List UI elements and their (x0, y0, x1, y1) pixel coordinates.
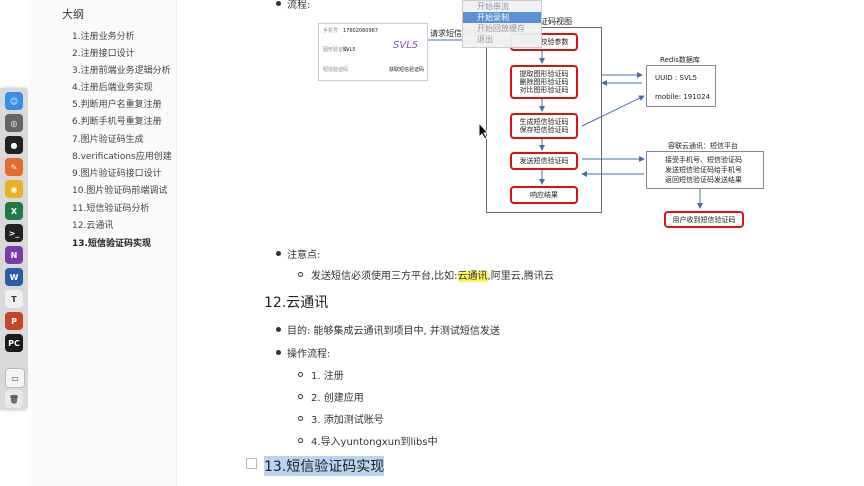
step-generate-sms: 生成短信验证码 保存短信验证码 (510, 113, 578, 139)
redis-line: UUID : SVL5 (655, 74, 698, 82)
cloud-title: 容联云通讯：短信平台 (668, 142, 738, 150)
mouse-cursor-icon (478, 122, 490, 140)
powerpoint-icon[interactable]: P (5, 312, 23, 330)
view-container (486, 27, 602, 213)
step-send-sms: 发送短信验证码 (510, 152, 578, 170)
register-form-mockup: 手机号 17602060967 图形验证码 SVL5 SVL5 短信验证码 获取… (318, 23, 428, 81)
note-text: 发送短信必须使用三方平台,比如:云通讯,阿里云,腾讯云 (311, 267, 554, 282)
form-row-value: 17602060967 (343, 28, 378, 34)
sub-bullet (298, 438, 303, 443)
note-prefix: 发送短信必须使用三方平台,比如: (311, 271, 458, 282)
step-image-code: 提取图形验证码 删除图形验证码 对比图形验证码 (510, 65, 578, 99)
user-receives-box: 用户收到短信验证码 (664, 211, 744, 228)
flow-label: 流程: (287, 0, 311, 11)
pycharm-icon[interactable]: PC (5, 334, 23, 352)
process-step: 4.导入yuntongxun到libs中 (311, 437, 438, 448)
note-suffix: ,阿里云,腾讯云 (487, 271, 554, 282)
typora-icon[interactable]: T (5, 290, 23, 308)
note-highlight: 云通讯 (457, 271, 488, 282)
section-13-heading[interactable]: 13.短信验证码实现 (264, 456, 385, 476)
collapse-toggle-icon[interactable] (246, 458, 257, 469)
process-label: 操作流程: (287, 349, 331, 360)
outline-item-13[interactable]: 13.短信验证码实现 (72, 239, 151, 249)
bullet (276, 251, 281, 256)
request-label: 请求短信验证码 (430, 29, 486, 38)
obs-icon[interactable]: ● (5, 136, 23, 154)
redis-line: mobile: 191024 (655, 93, 711, 101)
cloud-box: 接受手机号、短信验证码 发送短信验证码给手机号 返回短信验证码发送结果 (646, 151, 764, 189)
trash-icon[interactable]: 🗑 (5, 390, 23, 408)
sub-bullet (298, 272, 303, 277)
excel-icon[interactable]: X (5, 202, 23, 220)
context-menu: 开始串流 开始录制 开始回放缓存 退出 (462, 0, 542, 48)
process-step: 1. 注册 (311, 371, 344, 382)
redis-box: UUID : SVL5 mobile: 191024 (646, 65, 716, 107)
app-icon[interactable]: ✎ (5, 158, 23, 176)
terminal-icon[interactable]: >_ (5, 224, 23, 242)
bullet (276, 327, 281, 332)
menu-item-record[interactable]: 开始录制 (463, 12, 541, 23)
process-step: 3. 添加测试账号 (311, 415, 384, 426)
note-label: 注意点: (287, 250, 321, 261)
outline-item-3[interactable]: 3.注册前端业务逻辑分析 (72, 66, 171, 76)
preview-icon[interactable]: ▭ (5, 368, 25, 388)
form-row-button: 获取短信验证码 (389, 67, 425, 73)
cloud-line: 返回短信验证码发送结果 (665, 176, 742, 184)
outline-item-9[interactable]: 9.图片验证码接口设计 (72, 169, 162, 179)
outline-item-10[interactable]: 10.图片验证码前端调试 (72, 186, 168, 196)
bullet (276, 1, 281, 6)
section-12-heading: 12.云通讯 (264, 295, 329, 311)
form-row-value: SVL5 (343, 47, 356, 53)
finder-icon[interactable]: ☺ (5, 92, 23, 110)
chrome-icon[interactable]: ◉ (5, 180, 23, 198)
outline-item-1[interactable]: 1.注册业务分析 (72, 32, 135, 42)
outline-item-2[interactable]: 2.注册接口设计 (72, 49, 135, 59)
bullet (276, 350, 281, 355)
outline-item-12[interactable]: 12.云通讯 (72, 221, 114, 231)
step-response: 响应结果 (510, 186, 578, 204)
sms-flow-diagram: 手机号 17602060967 图形验证码 SVL5 SVL5 短信验证码 获取… (312, 8, 772, 232)
outline-title: 大纲 (62, 8, 84, 21)
sub-bullet (298, 394, 303, 399)
outline-item-5[interactable]: 5.判断用户名重复注册 (72, 100, 162, 110)
outline-item-11[interactable]: 11.短信验证码分析 (72, 204, 150, 214)
launchpad-icon[interactable]: ◎ (5, 114, 23, 132)
outline-item-8[interactable]: 8.verifications应用创建 (72, 152, 172, 162)
app-dock: ☺ ◎ ● ✎ ◉ X >_ N W T P PC ▭ 🗑 (0, 88, 28, 410)
sub-bullet (298, 372, 303, 377)
form-row-label: 图形验证码 (323, 47, 349, 53)
outline-item-6[interactable]: 6.判断手机号重复注册 (72, 117, 162, 127)
menu-item-stream[interactable]: 开始串流 (477, 2, 509, 11)
outline-item-7[interactable]: 7.图片验证码生成 (72, 135, 144, 145)
diagram-title: 短信验证码视图 (516, 17, 572, 26)
outline-item-4[interactable]: 4.注册后端业务实现 (72, 83, 153, 93)
cloud-line: 发送短信验证码给手机号 (665, 166, 742, 174)
menu-item-replay[interactable]: 开始回放缓存 (477, 24, 525, 33)
menu-item-quit[interactable]: 退出 (477, 35, 493, 44)
onenote-icon[interactable]: N (5, 246, 23, 264)
sub-bullet (298, 416, 303, 421)
process-step: 2. 创建应用 (311, 393, 364, 404)
cloud-line: 接受手机号、短信验证码 (665, 156, 742, 164)
form-row-label: 短信验证码 (323, 67, 349, 73)
captcha-image: SVL5 (393, 40, 419, 51)
redis-title: Redis数据库 (660, 56, 700, 64)
purpose-text: 目的: 能够集成云通讯到项目中, 并测试短信发送 (287, 326, 500, 337)
word-icon[interactable]: W (5, 268, 23, 286)
outline-panel (28, 0, 177, 486)
form-row-label: 手机号 (323, 28, 339, 34)
